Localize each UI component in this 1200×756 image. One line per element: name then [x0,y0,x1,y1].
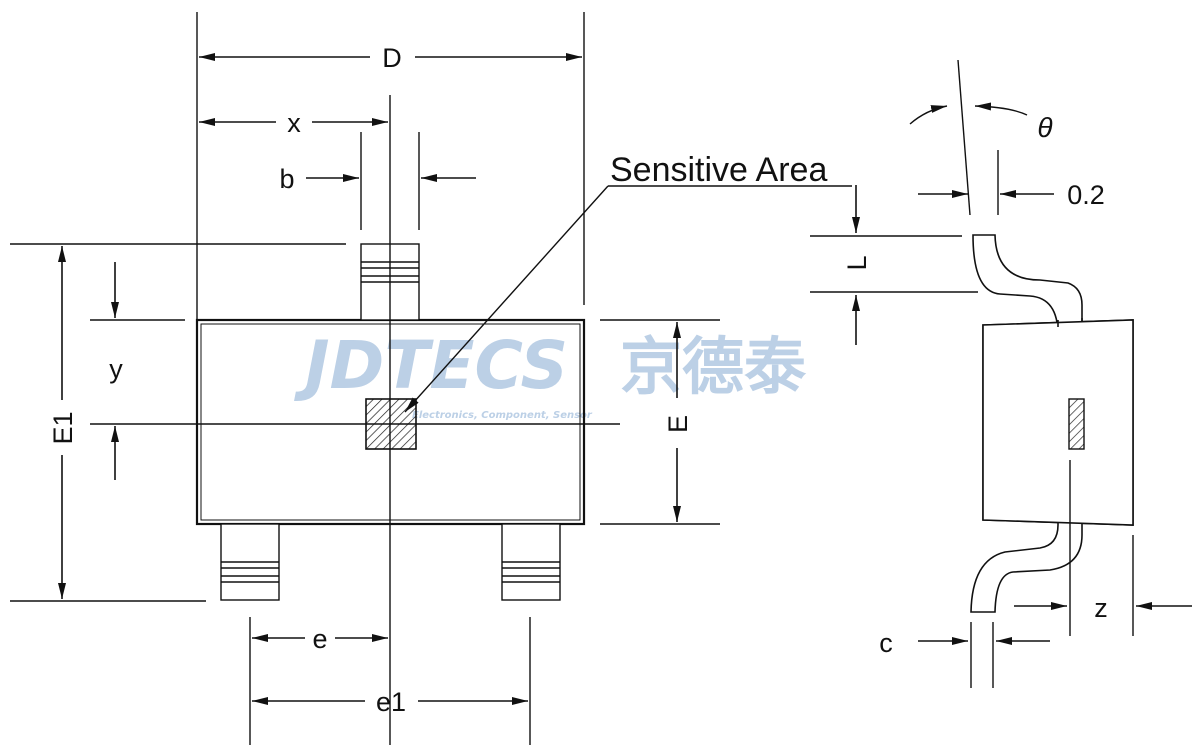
label-E: E [663,415,693,433]
side-sensitive-strip [1068,398,1085,450]
label-e1: e1 [376,687,406,717]
side-view [810,59,1192,688]
label-y: y [109,354,123,384]
lead-bottom-right [501,523,561,601]
label-theta: θ [1037,112,1052,143]
label-L: L [842,255,872,270]
label-x: x [287,108,301,138]
watermark-tagline: Electronics, Component, Sensor [412,410,593,421]
label-D: D [382,43,402,73]
label-offset-0-2: 0.2 [1067,180,1105,210]
label-b: b [279,164,294,194]
label-E1: E1 [48,411,78,444]
watermark-chinese: 京德泰 [620,330,807,403]
label-sensitive-area: Sensitive Area [610,151,827,189]
label-c: c [879,628,893,658]
watermark: JDTECS 京德泰 Electronics, Component, Senso… [294,327,807,421]
top-view [10,12,852,745]
watermark-brand: JDTECS [294,327,568,404]
label-z: z [1094,593,1108,623]
label-e: e [312,624,327,654]
lead-bottom-left [220,523,280,601]
